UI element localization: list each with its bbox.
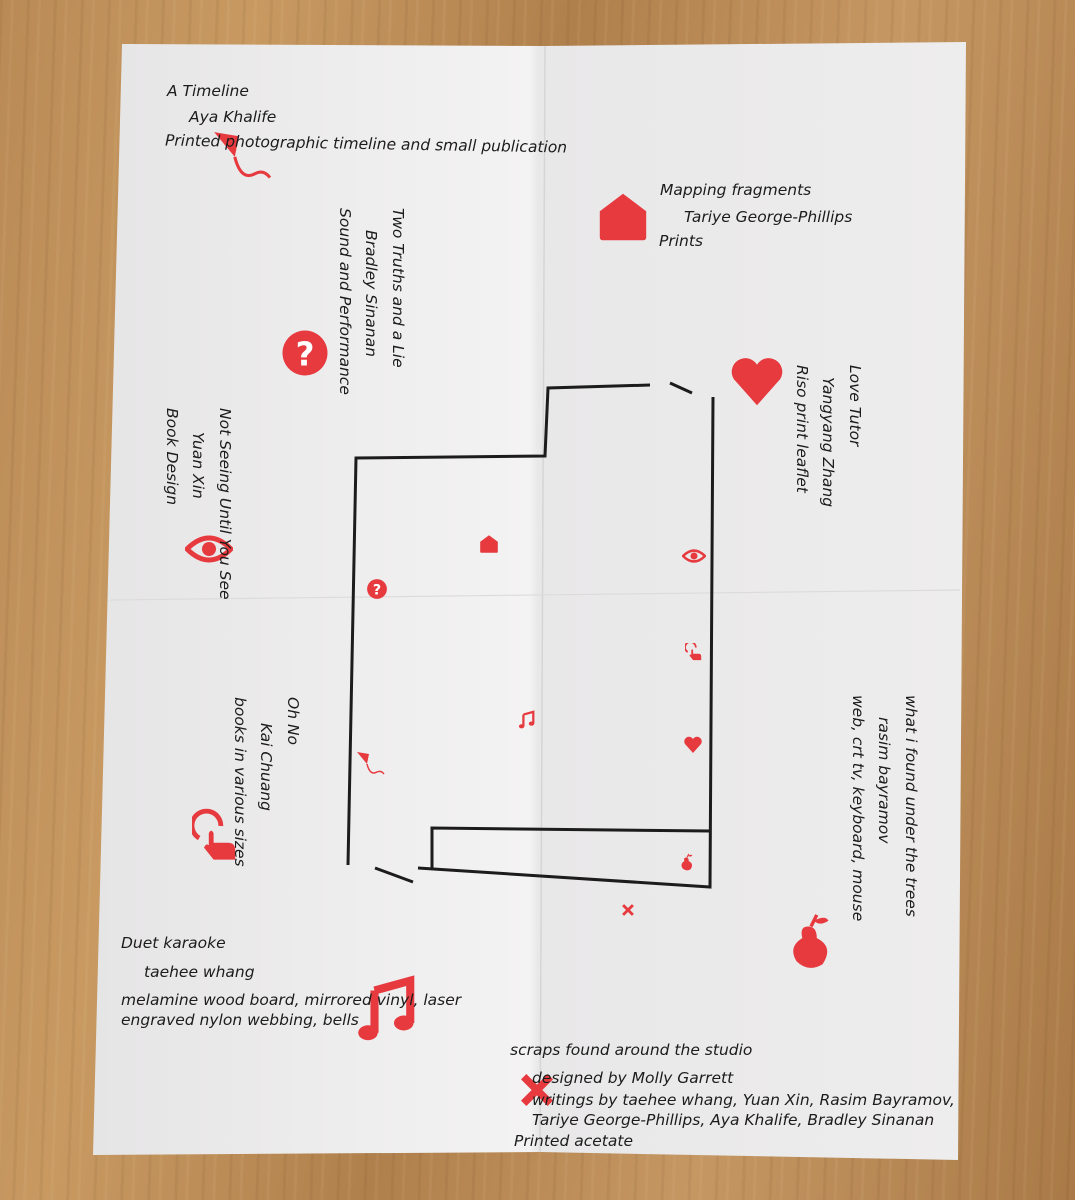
work-title: scraps found around the studio	[510, 1041, 753, 1059]
work-medium: melamine wood board, mirrored vinyl, las…	[121, 991, 462, 1009]
work-medium: Sound and Performance	[336, 208, 354, 395]
work-title: what i found under the trees	[902, 695, 920, 917]
work-title: Not Seeing Until You See	[216, 408, 234, 600]
work-artist: Aya Khalife	[189, 108, 277, 126]
work-medium: web, crt tv, keyboard, mouse	[849, 695, 867, 922]
work-under-trees: what i found under the trees rasim bayra…	[839, 695, 920, 922]
work-not-seeing: Not Seeing Until You See Yuan Xin Book D…	[153, 408, 234, 600]
work-title: A Timeline	[167, 82, 249, 100]
work-title: Oh No	[284, 697, 302, 746]
work-medium: Printed acetate	[514, 1132, 633, 1150]
work-artist: Yangyang Zhang	[819, 377, 838, 508]
credit-writings: writings by taehee whang, Yuan Xin, Rasi…	[532, 1091, 955, 1109]
work-title: Mapping fragments	[660, 181, 812, 199]
floor-plan	[346, 381, 715, 889]
work-title: Two Truths and a Lie	[389, 208, 407, 368]
credit-writings-cont: Tariye George-Phillips, Aya Khalife, Bra…	[532, 1111, 935, 1129]
work-artist: taehee whang	[144, 963, 255, 981]
work-medium: engraved nylon webbing, bells	[121, 1011, 359, 1029]
work-artist: Tariye George-Phillips	[684, 208, 853, 226]
work-two-truths: Two Truths and a Lie Bradley Sinanan Sou…	[326, 208, 407, 395]
work-title: Duet karaoke	[121, 934, 226, 952]
work-medium: Book Design	[163, 408, 181, 506]
work-love-tutor: Love Tutor Yangyang Zhang Riso print lea…	[783, 365, 864, 508]
work-medium: books in various sizes	[231, 697, 249, 867]
work-artist: Kai Chuang	[257, 723, 276, 811]
work-oh-no: Oh No Kai Chuang books in various sizes	[221, 697, 302, 867]
work-medium: Riso print leaflet	[793, 365, 811, 493]
work-artist: Bradley Sinanan	[362, 230, 381, 357]
work-title: Love Tutor	[846, 365, 864, 447]
work-artist: rasim bayramov	[875, 717, 894, 844]
work-artist: Yuan Xin	[189, 432, 208, 499]
work-medium: Prints	[659, 232, 704, 250]
credit-design: designed by Molly Garrett	[532, 1069, 734, 1087]
